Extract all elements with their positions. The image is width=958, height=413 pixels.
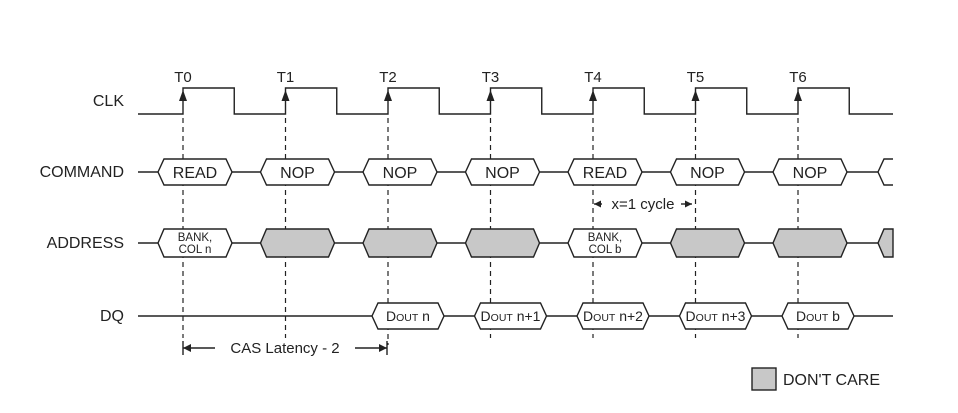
dq-bus: DOUT n DOUT n+1 DOUT n+2 DOUT n+3 DOUT b [138, 302, 893, 330]
clock-tick-label: T5 [687, 69, 705, 86]
rising-edge-arrow [691, 90, 700, 101]
command-label: NOP [485, 165, 520, 182]
address-dont-care-partial [877, 228, 894, 258]
command-label: NOP [793, 165, 828, 182]
address-dont-care [464, 228, 541, 258]
command-bus: READ NOP NOP NOP READ NOP NOP [138, 158, 893, 186]
address-dont-care [259, 228, 336, 258]
cas-latency-label: CAS Latency - 2 [230, 340, 339, 357]
signal-label-command: COMMAND [40, 164, 124, 181]
cycle-annotation-label: x=1 cycle [612, 196, 675, 213]
dq-label: DOUT b [796, 308, 840, 324]
legend: DON'T CARE [751, 367, 880, 391]
clock-tick-label: T2 [379, 69, 397, 86]
address-dont-care [669, 228, 746, 258]
cycle-annotation: x=1 cycle [594, 196, 692, 213]
rising-edge-arrow [589, 90, 597, 101]
command-label: READ [173, 165, 217, 182]
clk-line [138, 87, 893, 115]
cycle-arrow-left-head [594, 200, 601, 208]
cycle-arrow-right-head [685, 200, 692, 208]
command-cell-partial [877, 158, 893, 186]
signal-label-address: ADDRESS [47, 235, 124, 252]
address-line1: BANK, [178, 232, 213, 244]
clock-tick-labels: T0 T1 T2 T3 T4 T5 T6 [174, 69, 807, 86]
clock-tick-label: T4 [584, 69, 602, 86]
command-label: NOP [690, 165, 725, 182]
rising-edge-arrow [794, 90, 802, 101]
address-line2: COL b [589, 244, 622, 256]
rising-edge-arrow [179, 90, 187, 101]
cas-arrow-left-head [183, 344, 191, 352]
command-label: NOP [383, 165, 418, 182]
command-label: NOP [280, 165, 315, 182]
cas-latency-annotation: CAS Latency - 2 [182, 340, 388, 357]
dq-label: DOUT n [386, 308, 430, 324]
clock-tick-label: T6 [789, 69, 807, 86]
address-line1: BANK, [588, 232, 623, 244]
command-label: READ [583, 165, 627, 182]
dq-label: DOUT n+1 [481, 308, 541, 324]
clock-tick-label: T1 [277, 69, 295, 86]
dont-care-swatch [751, 367, 777, 391]
clock-tick-label: T0 [174, 69, 192, 86]
clock-tick-label: T3 [482, 69, 500, 86]
dq-label: DOUT n+3 [686, 308, 746, 324]
address-dont-care [772, 228, 848, 258]
address-line2: COL n [179, 244, 212, 256]
rising-edge-arrow [486, 90, 495, 101]
cas-arrow-right-head [379, 344, 387, 352]
clk-waveform [138, 87, 893, 115]
rising-edge-arrow [281, 90, 290, 101]
signal-label-clk: CLK [93, 93, 124, 110]
dq-label: DOUT n+2 [583, 308, 643, 324]
signal-label-dq: DQ [100, 308, 124, 325]
dont-care-label: DON'T CARE [783, 372, 880, 389]
rising-edge-arrow [384, 90, 392, 101]
address-dont-care [362, 228, 438, 258]
